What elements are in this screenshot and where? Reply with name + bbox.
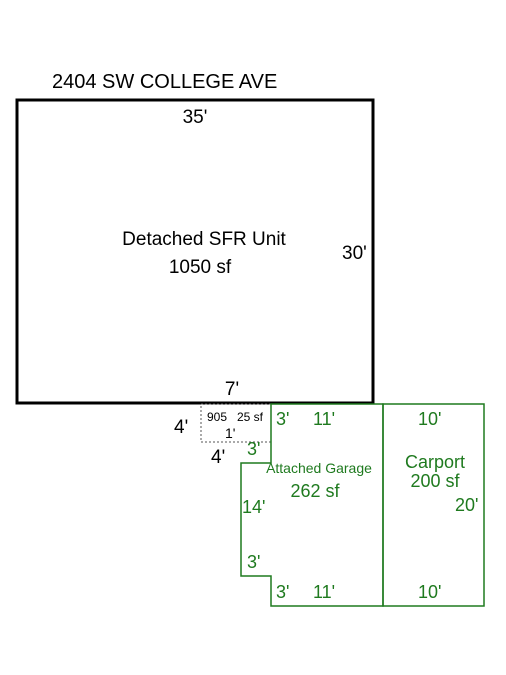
small-area-inner-label: 1' xyxy=(225,425,235,441)
carport-bottom-label: 10' xyxy=(418,582,441,602)
garage-area-label: 262 sf xyxy=(290,481,340,501)
house-outline[interactable] xyxy=(15,98,375,405)
carport-outline[interactable] xyxy=(382,403,485,607)
small-area-area: 25 sf xyxy=(237,410,264,424)
small-area-bottom-label: 4' xyxy=(211,447,225,468)
carport-top-label: 10' xyxy=(418,409,441,429)
house-bottom-label: 7' xyxy=(225,379,239,400)
garage-top-left-label: 3' xyxy=(276,409,289,429)
house-name-label: Detached SFR Unit xyxy=(122,229,286,250)
garage-step-label: 3' xyxy=(247,439,260,459)
carport-right-label: 20' xyxy=(455,495,478,515)
small-area-code: 905 xyxy=(207,410,227,424)
carport-name-label: Carport xyxy=(405,452,465,472)
garage-left-label: 14' xyxy=(242,497,265,517)
address-label: 2404 SW COLLEGE AVE xyxy=(52,71,277,93)
garage-name-label: Attached Garage xyxy=(266,460,372,476)
garage-bottom-label: 11' xyxy=(313,582,335,602)
garage-bottom-left-label: 3' xyxy=(276,582,289,602)
house-width-label: 35' xyxy=(183,107,208,128)
garage-top-label: 11' xyxy=(313,409,335,429)
house-height-label: 30' xyxy=(342,243,367,264)
house-area-label: 1050 sf xyxy=(169,257,232,278)
carport-area-label: 200 sf xyxy=(410,471,460,491)
small-area-left-label: 4' xyxy=(174,417,188,438)
garage-lower-step-label: 3' xyxy=(247,552,260,572)
